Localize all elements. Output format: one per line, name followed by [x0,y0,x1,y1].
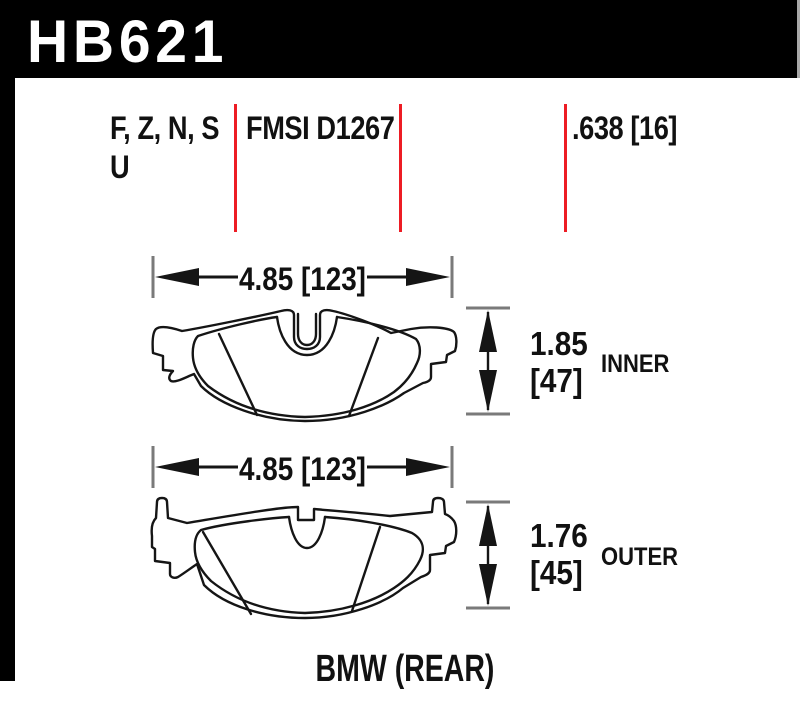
fmsi-number: FMSI D1267 [246,110,395,146]
inner-height-dimension-arrows [466,306,510,416]
left-accent-bar [0,78,15,681]
header-bar: HB621 [0,0,800,78]
part-number: HB621 [27,8,229,75]
outer-width-dimension-arrows [151,446,454,488]
red-divider-3 [564,104,567,232]
inner-height-inches: 1.85 [530,325,588,362]
red-divider-2 [399,104,402,232]
inner-pad-drawing [140,298,470,433]
outer-width-label: 4.85 [123] [239,451,366,487]
outer-height-mm: [45] [530,554,583,591]
inner-width-label: 4.85 [123] [239,261,366,297]
vehicle-application: BMW (REAR) [315,648,495,690]
compound-codes-line1: F, Z, N, S [110,110,220,146]
compound-codes: F, Z, N, S U [110,109,220,187]
inner-width-dimension-arrows [151,256,454,298]
compound-codes-line2: U [110,149,130,185]
outer-height-inches: 1.76 [530,517,588,554]
outer-height-dimension-arrows [466,500,510,610]
inner-height-mm: [47] [530,362,583,399]
outer-position-label: OUTER [601,543,678,571]
inner-height-value: 1.85 [47] [530,325,588,399]
pad-thickness: .638 [16] [572,110,678,146]
outer-pad-drawing [140,490,470,630]
inner-position-label: INNER [601,350,670,378]
outer-height-value: 1.76 [45] [530,517,588,591]
red-divider-1 [234,104,237,232]
